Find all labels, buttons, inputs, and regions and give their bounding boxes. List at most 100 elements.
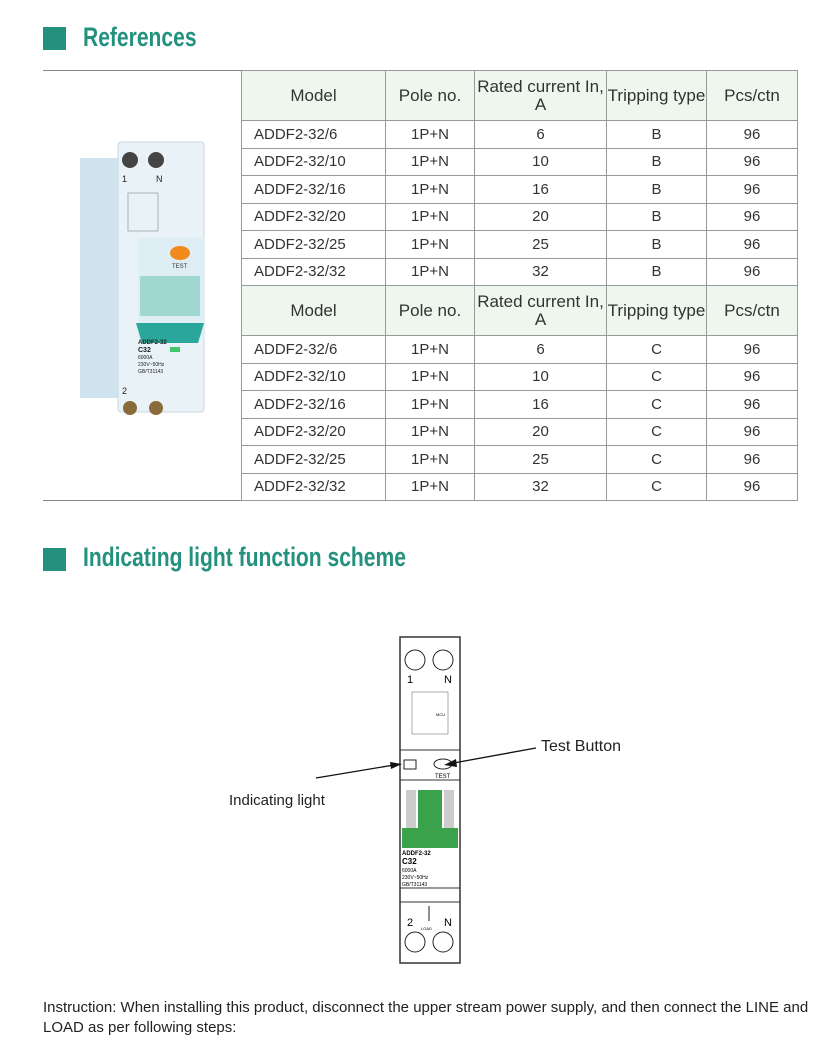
table-cell: 6 <box>474 120 607 149</box>
table-cell: B <box>606 147 707 176</box>
table-cell: 25 <box>474 230 607 259</box>
table-cell: ADDF2-32/10 <box>241 362 386 391</box>
table-cell: 32 <box>474 257 607 286</box>
table-cell: 96 <box>706 202 798 231</box>
svg-text:N: N <box>444 674 452 686</box>
table-cell: B <box>606 175 707 204</box>
divider <box>43 500 797 501</box>
table-cell: C <box>606 417 707 446</box>
column-header: Tripping type <box>606 285 707 336</box>
table-cell: 10 <box>474 147 607 176</box>
table-cell: ADDF2-32/10 <box>241 147 386 176</box>
table-cell: ADDF2-32/25 <box>241 445 386 474</box>
table-cell: C <box>606 445 707 474</box>
table-cell: 1P+N <box>385 202 475 231</box>
svg-text:TEST: TEST <box>435 774 451 780</box>
table-cell: 6 <box>474 335 607 364</box>
svg-text:MCU: MCU <box>436 712 445 717</box>
svg-text:LOAD: LOAD <box>421 926 432 931</box>
table-cell: 1P+N <box>385 120 475 149</box>
table-cell: 1P+N <box>385 362 475 391</box>
svg-text:TEST: TEST <box>172 264 188 270</box>
table-cell: ADDF2-32/20 <box>241 202 386 231</box>
column-header: Model <box>241 70 386 121</box>
table-cell: ADDF2-32/6 <box>241 120 386 149</box>
indicating-light-label: Indicating light <box>229 792 325 809</box>
table-cell: C <box>606 362 707 391</box>
table-cell: 32 <box>474 472 607 501</box>
table-cell: 96 <box>706 257 798 286</box>
table-cell: C <box>606 472 707 501</box>
table-cell: 1P+N <box>385 472 475 501</box>
table-cell: 96 <box>706 417 798 446</box>
table-cell: 25 <box>474 445 607 474</box>
column-header: Rated current In, A <box>474 70 607 121</box>
instruction-text: Instruction: When installing this produc… <box>43 999 809 1036</box>
table-cell: 1P+N <box>385 175 475 204</box>
table-cell: 1P+N <box>385 257 475 286</box>
table-cell: 1P+N <box>385 445 475 474</box>
column-header: Model <box>241 285 386 336</box>
svg-text:ADDF2-32: ADDF2-32 <box>402 851 431 857</box>
table-cell: 1P+N <box>385 417 475 446</box>
column-header: Pcs/ctn <box>706 285 798 336</box>
test-button-label: Test Button <box>541 738 622 755</box>
table-cell: 20 <box>474 417 607 446</box>
table-cell: ADDF2-32/6 <box>241 335 386 364</box>
references-heading: References <box>83 22 197 52</box>
svg-text:ADDF2-32: ADDF2-32 <box>138 340 167 346</box>
column-header: Pole no. <box>385 285 475 336</box>
table-cell: 96 <box>706 472 798 501</box>
table-cell: 16 <box>474 175 607 204</box>
scheme-device-diagram: 1 N MCU TEST ADDF2-32 C32 6000A 230V~50H… <box>399 636 461 964</box>
table-cell: 96 <box>706 147 798 176</box>
table-cell: 16 <box>474 390 607 419</box>
terminal-1-label: 1 <box>122 174 127 184</box>
table-cell: ADDF2-32/32 <box>241 257 386 286</box>
table-cell: 96 <box>706 175 798 204</box>
table-cell: 96 <box>706 230 798 259</box>
table-cell: 96 <box>706 335 798 364</box>
svg-text:GB/T31143: GB/T31143 <box>402 882 427 888</box>
scheme-heading: Indicating light function scheme <box>83 542 406 572</box>
section-marker <box>43 27 66 50</box>
svg-text:6000A: 6000A <box>402 868 417 874</box>
column-header: Pole no. <box>385 70 475 121</box>
table-cell: ADDF2-32/16 <box>241 175 386 204</box>
table-cell: 1P+N <box>385 335 475 364</box>
svg-text:6000A: 6000A <box>138 355 153 361</box>
svg-text:GB/T31143: GB/T31143 <box>138 369 163 375</box>
column-header: Pcs/ctn <box>706 70 798 121</box>
table-cell: 96 <box>706 120 798 149</box>
table-cell: C <box>606 390 707 419</box>
table-cell: ADDF2-32/25 <box>241 230 386 259</box>
svg-text:C32: C32 <box>402 857 417 866</box>
table-cell: B <box>606 257 707 286</box>
table-cell: ADDF2-32/32 <box>241 472 386 501</box>
svg-text:230V~50Hz: 230V~50Hz <box>402 875 429 881</box>
table-cell: 20 <box>474 202 607 231</box>
table-cell: 1P+N <box>385 230 475 259</box>
table-cell: B <box>606 120 707 149</box>
table-cell: 1P+N <box>385 390 475 419</box>
column-header: Rated current In, A <box>474 285 607 336</box>
column-header: Tripping type <box>606 70 707 121</box>
product-image: 1 N TEST ADDF2-32 C32 6000A 230V~50Hz GB… <box>80 141 205 415</box>
svg-text:2: 2 <box>122 386 127 396</box>
table-cell: C <box>606 335 707 364</box>
table-cell: 96 <box>706 362 798 391</box>
